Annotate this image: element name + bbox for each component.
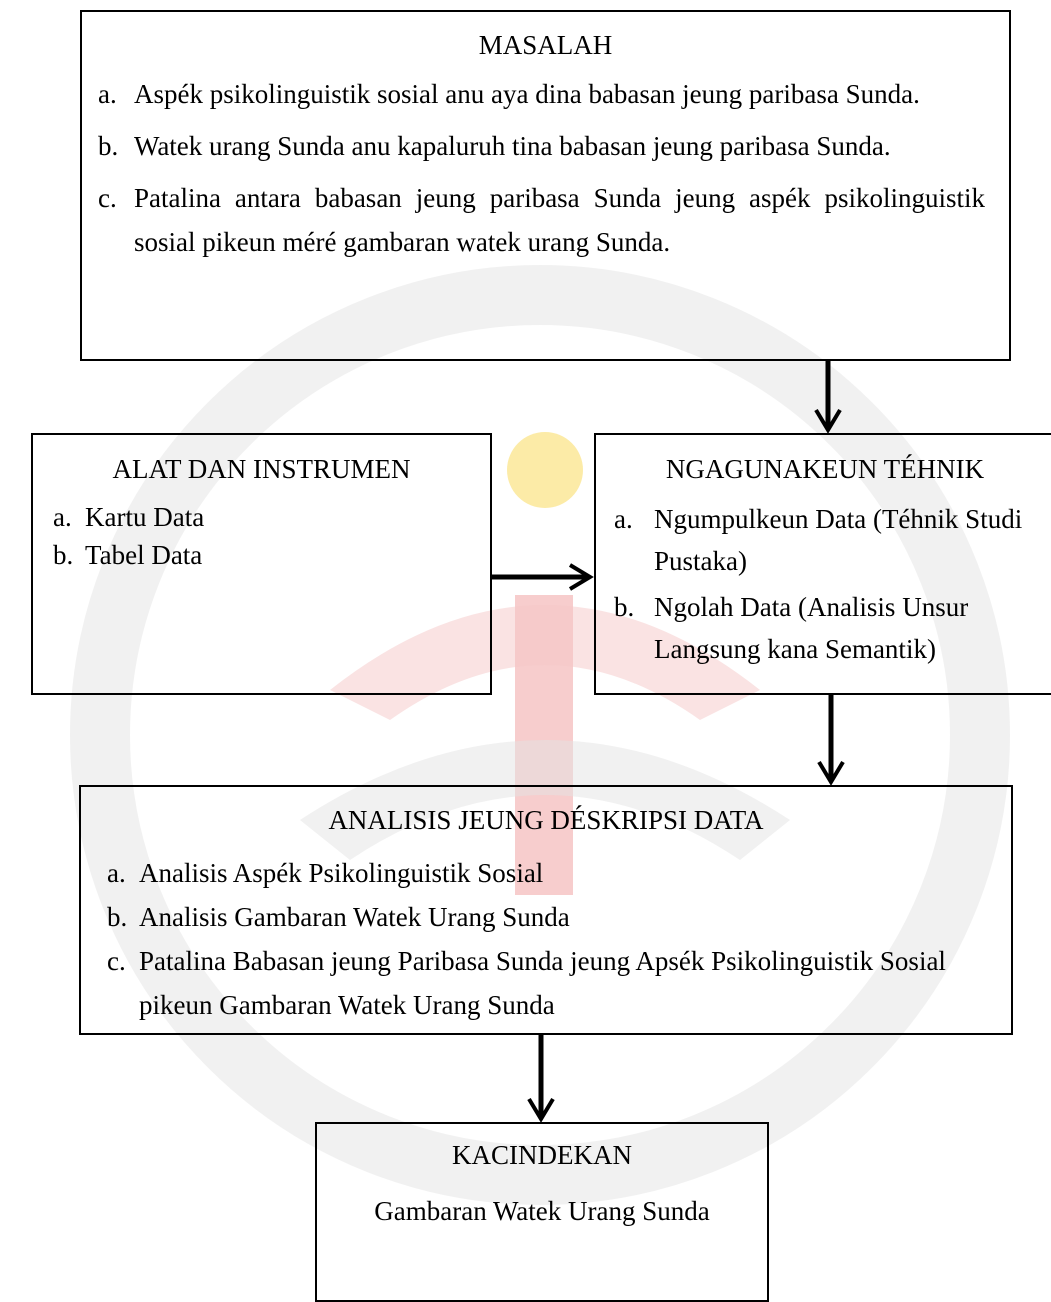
list-item-text: Ngumpulkeun Data (Téhnik Studi Pustaka): [654, 504, 1023, 576]
list-marker: a.: [614, 504, 633, 534]
kacindekan-body: Gambaran Watek Urang Sunda: [374, 1196, 710, 1226]
list-item-text: Analisis Gambaran Watek Urang Sunda: [139, 902, 570, 932]
masalah-title: MASALAH: [478, 30, 613, 60]
alat-title: ALAT DAN INSTRUMEN: [112, 454, 411, 484]
list-marker: a.: [107, 858, 126, 888]
analisis-item-b: b. Analisis Gambaran Watek Urang Sunda: [107, 895, 1001, 939]
list-item-text: Kartu Data: [85, 502, 205, 532]
analisis-title: ANALISIS JEUNG DÉSKRIPSI DATA: [328, 805, 764, 835]
tehnik-box: NGAGUNAKEUN TÉHNIK a. Ngumpulkeun Data (…: [594, 433, 1051, 695]
list-item-text: Ngolah Data (Analisis Unsur Langsung kan…: [654, 592, 969, 664]
list-marker: b.: [98, 131, 119, 161]
list-item-text: Watek urang Sunda anu kapaluruh tina bab…: [134, 131, 891, 161]
alat-instrumen-box: ALAT DAN INSTRUMEN a. Kartu Data b. Tabe…: [31, 433, 492, 695]
alat-item-a: a. Kartu Data: [53, 498, 480, 536]
flow-arrows: [492, 361, 845, 1123]
masalah-item-a: a. Aspék psikolinguistik sosial anu aya …: [98, 72, 985, 116]
tehnik-list: a. Ngumpulkeun Data (Téhnik Studi Pustak…: [614, 498, 1046, 670]
list-item-text: Analisis Aspék Psikolinguistik Sosial: [139, 858, 544, 888]
masalah-list: a. Aspék psikolinguistik sosial anu aya …: [98, 72, 985, 264]
masalah-item-b: b. Watek urang Sunda anu kapaluruh tina …: [98, 124, 985, 168]
analisis-box: ANALISIS JEUNG DÉSKRIPSI DATA a. Analisi…: [79, 785, 1013, 1035]
tehnik-item-a: a. Ngumpulkeun Data (Téhnik Studi Pustak…: [614, 498, 1046, 582]
alat-list: a. Kartu Data b. Tabel Data: [53, 498, 480, 574]
masalah-box: MASALAH a. Aspék psikolinguistik sosial …: [80, 10, 1011, 361]
list-marker: c.: [98, 183, 117, 213]
list-item-text: Aspék psikolinguistik sosial anu aya din…: [134, 79, 920, 109]
kacindekan-box: KACINDEKAN Gambaran Watek Urang Sunda: [315, 1122, 769, 1302]
list-marker: b.: [107, 902, 128, 932]
list-item-text: Patalina antara babasan jeung paribasa S…: [134, 183, 985, 257]
tehnik-title: NGAGUNAKEUN TÉHNIK: [665, 454, 985, 484]
analisis-item-c: c. Patalina Babasan jeung Paribasa Sunda…: [107, 939, 1001, 1027]
alat-item-b: b. Tabel Data: [53, 536, 480, 574]
tehnik-item-b: b. Ngolah Data (Analisis Unsur Langsung …: [614, 586, 1046, 670]
list-marker: b.: [53, 540, 74, 570]
kacindekan-title: KACINDEKAN: [452, 1140, 632, 1170]
analisis-item-a: a. Analisis Aspék Psikolinguistik Sosial: [107, 851, 1001, 895]
list-item-text: Tabel Data: [85, 540, 203, 570]
list-marker: c.: [107, 946, 126, 976]
list-item-text: Patalina Babasan jeung Paribasa Sunda je…: [139, 946, 946, 1020]
analisis-list: a. Analisis Aspék Psikolinguistik Sosial…: [107, 851, 1001, 1027]
masalah-item-c: c. Patalina antara babasan jeung paribas…: [98, 176, 985, 264]
list-marker: b.: [614, 592, 635, 622]
list-marker: a.: [98, 79, 117, 109]
list-marker: a.: [53, 502, 72, 532]
